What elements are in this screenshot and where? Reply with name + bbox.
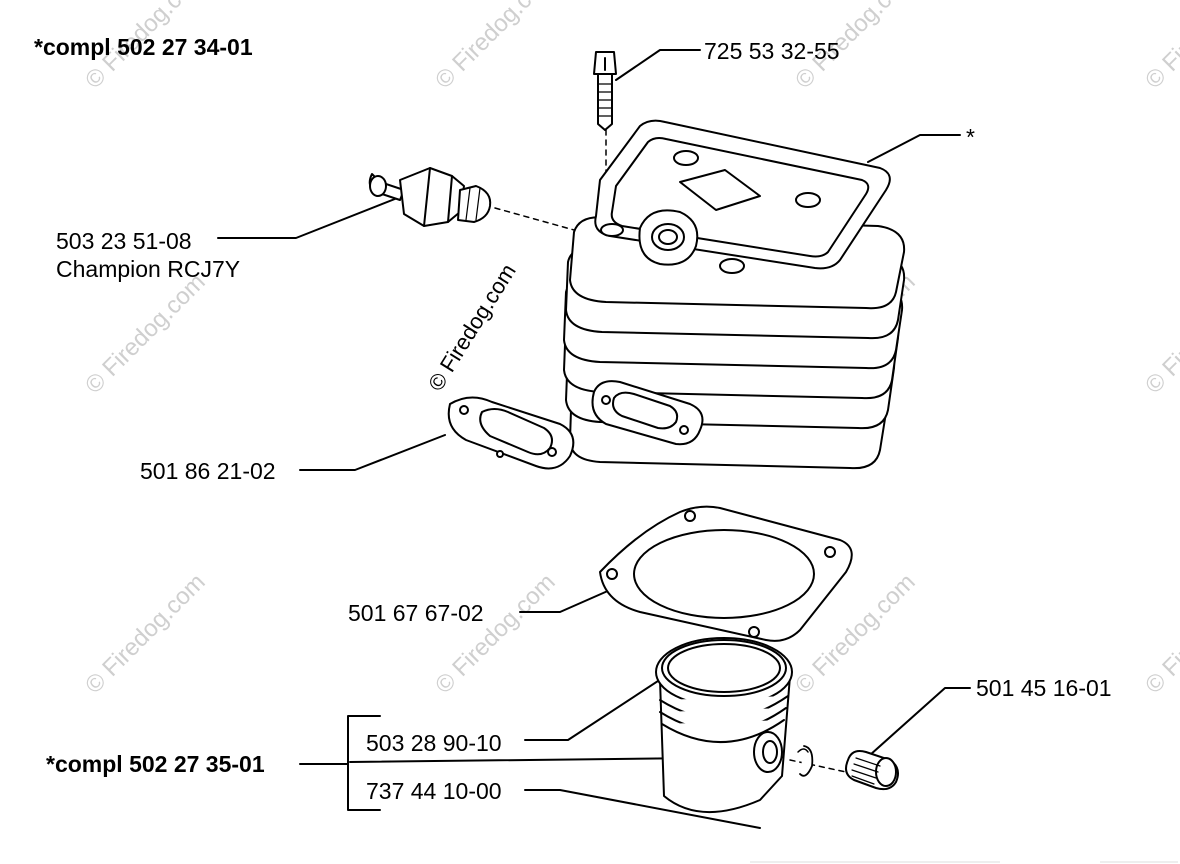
part-label-needle-bearing: 501 45 16-01 xyxy=(976,675,1112,701)
spark-plug-drawing xyxy=(368,167,492,227)
part-label-bolt: 725 53 32-55 xyxy=(704,38,840,64)
bolt-drawing xyxy=(593,51,617,131)
piston-drawing xyxy=(655,637,814,814)
assembly-label-bottom: *compl 502 27 35-01 xyxy=(46,751,265,777)
part-label-spark-plug-number: 503 23 51-08 xyxy=(56,228,192,254)
part-label-base-gasket: 501 67 67-02 xyxy=(348,600,484,626)
needle-bearing-drawing xyxy=(845,750,899,791)
leader-lines xyxy=(217,49,971,829)
part-label-exhaust-gasket: 501 86 21-02 xyxy=(140,458,276,484)
part-label-piston-ring: 503 28 90-10 xyxy=(366,730,502,756)
exhaust-gasket-drawing xyxy=(447,396,575,470)
assembly-label-top: *compl 502 27 34-01 xyxy=(34,34,253,60)
part-label-spark-plug-name: Champion RCJ7Y xyxy=(56,256,241,282)
base-gasket-drawing xyxy=(599,505,853,642)
part-label-piston: 737 44 10-00 xyxy=(366,778,502,804)
part-label-cylinder: * xyxy=(966,124,975,150)
cylinder-drawing xyxy=(563,119,906,470)
